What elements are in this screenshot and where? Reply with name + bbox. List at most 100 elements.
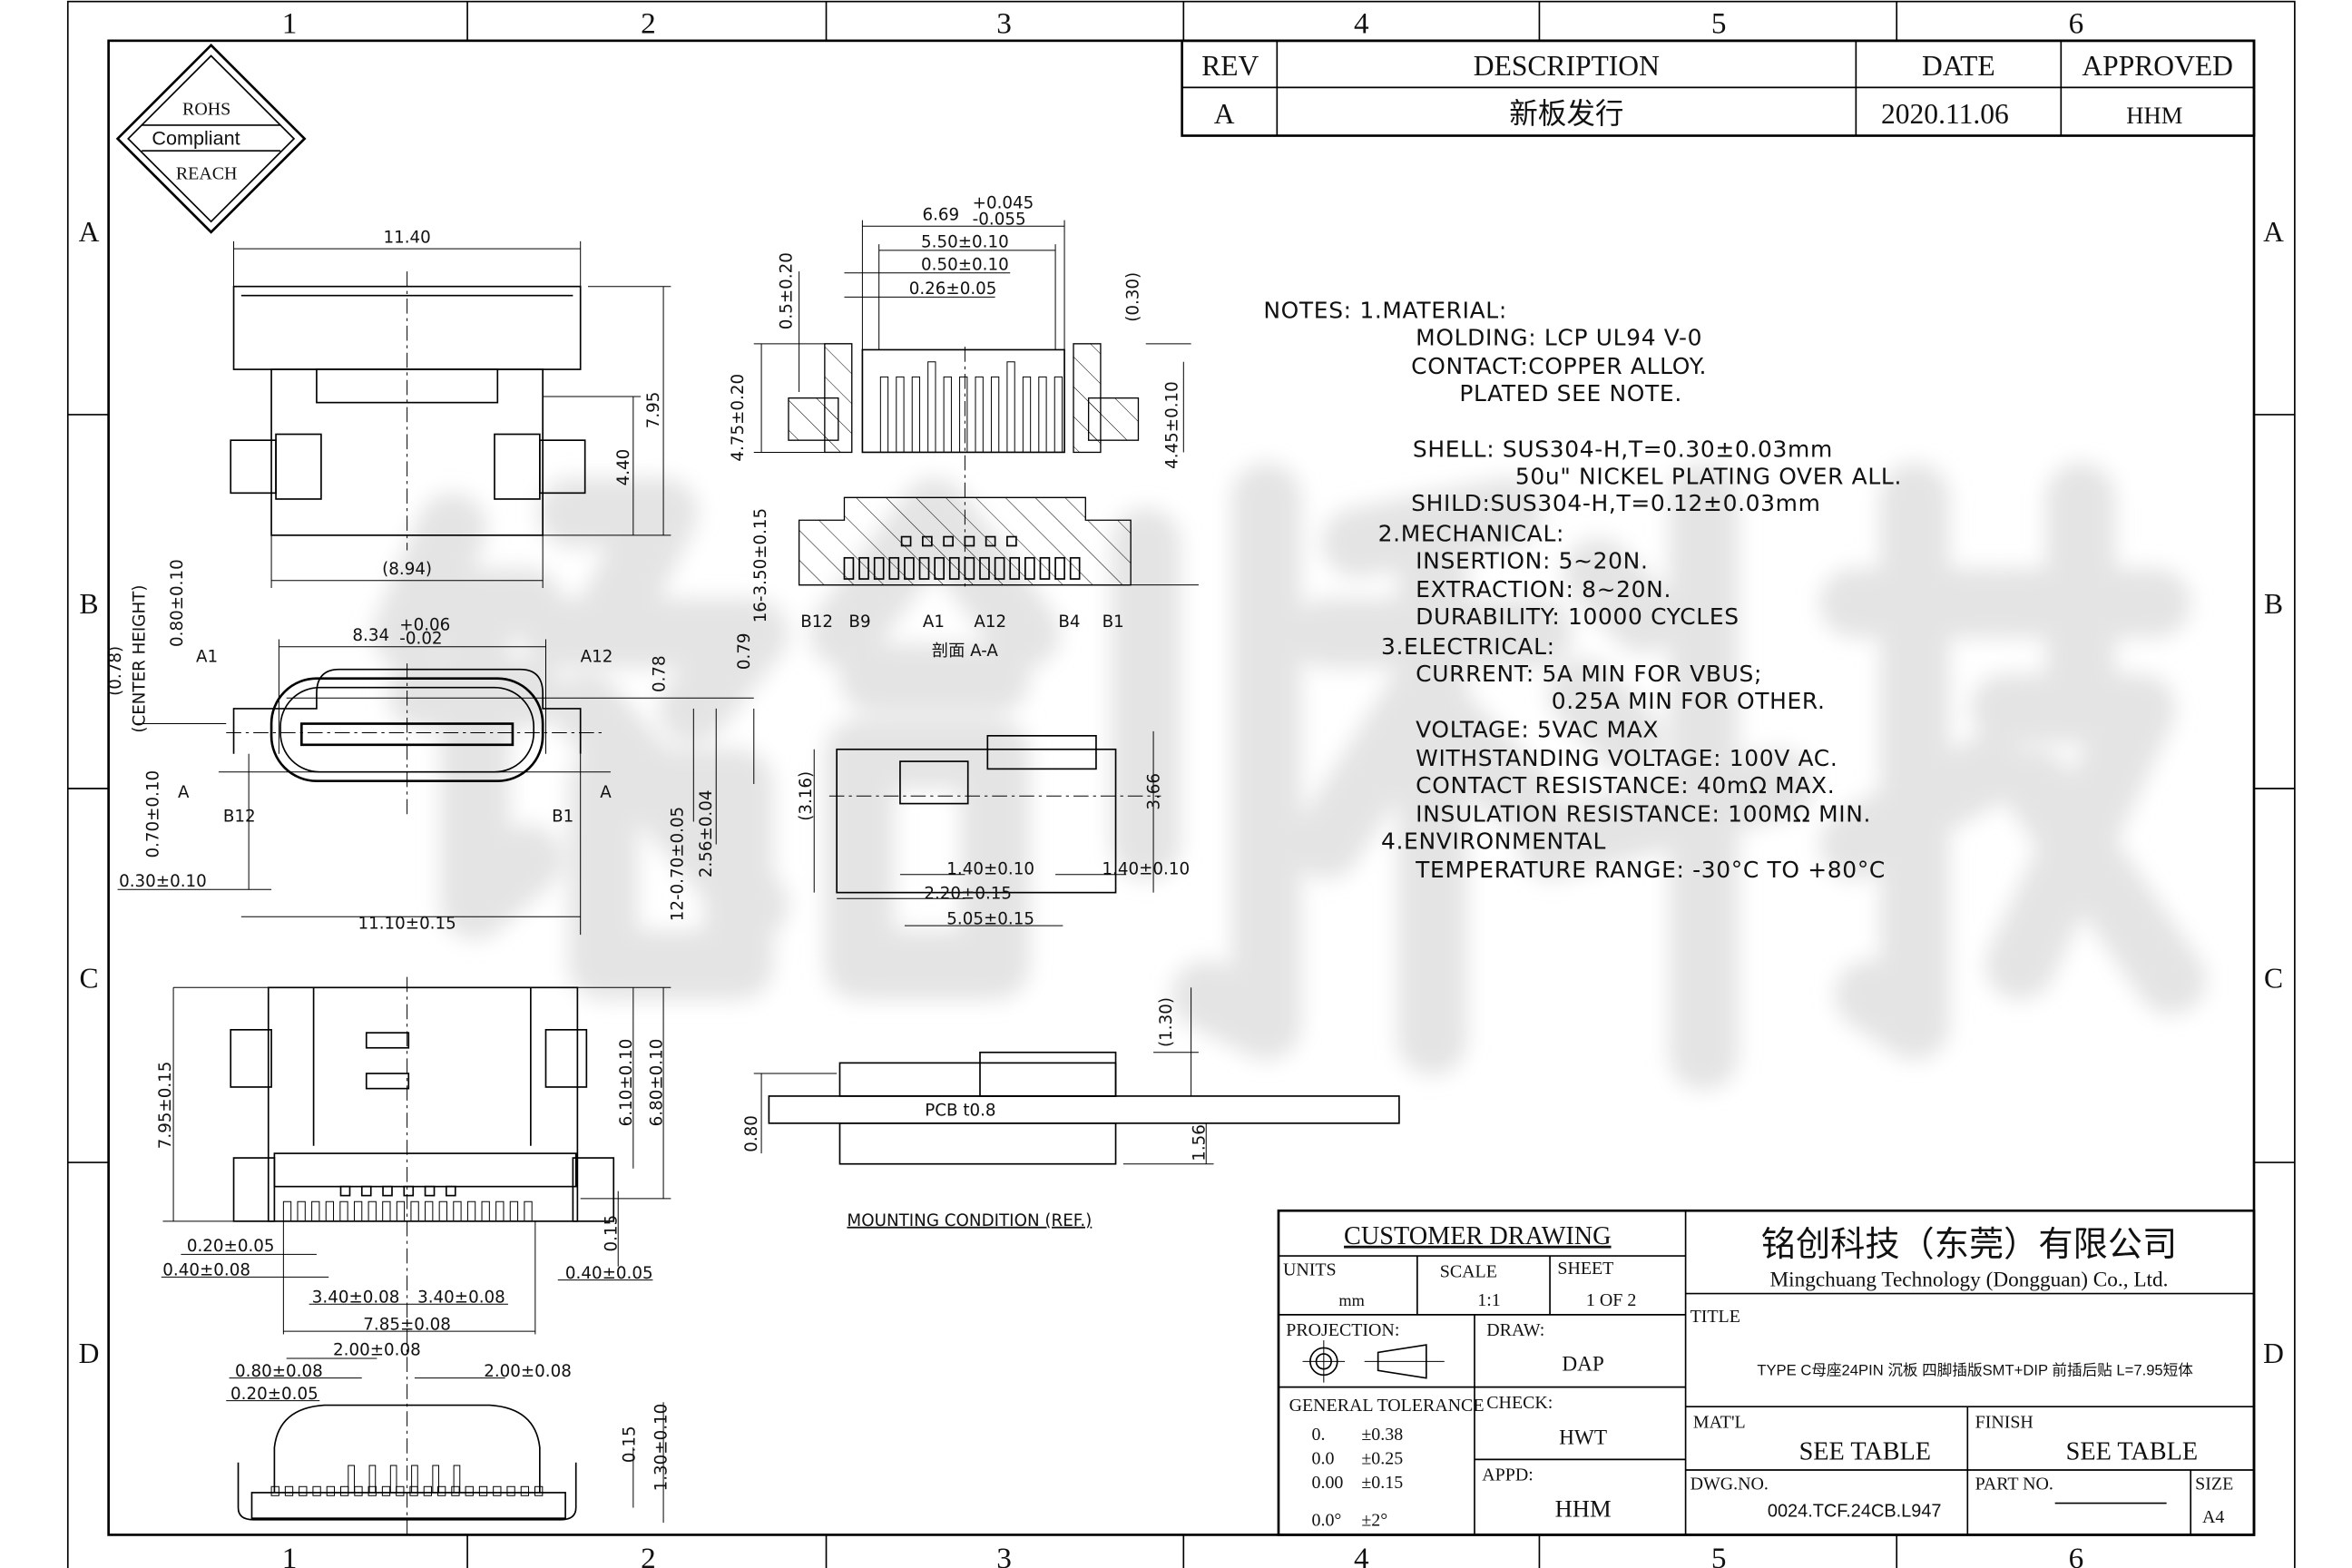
dim-tolerance: -0.055 [973,211,1026,230]
mounting-condition-view: (1.30) 0.80 1.56 PCB t0.8 MOUNTING CONDI… [742,987,1400,1230]
contact-pin [1069,556,1081,580]
third-angle-projection-icon [1302,1340,1445,1383]
units-value: mm [1338,1291,1364,1309]
dim-label: 0.20±0.05 [230,1385,318,1404]
contact-pin [994,556,1005,580]
bottom-view: 7.95±0.15 6.10±0.10 6.80±0.10 0.15 0.20±… [156,976,671,1535]
contact-finger [927,361,936,453]
row-label: C [80,962,99,994]
note-line: EXTRACTION: 8~20N. [1416,576,1671,603]
smt-lead [495,1200,505,1222]
dim-label: (CENTER HEIGHT) [131,585,150,733]
dim-label: 8.34 [352,626,389,645]
front-view: 8.34 +0.06 -0.02 A1 A12 B12 B1 A A (0.78… [106,508,770,936]
pin-label: B1 [552,808,573,827]
rear-pin [348,1465,355,1494]
note-line: CURRENT: 5A MIN FOR VBUS; [1416,661,1762,687]
pin-label: A1 [196,647,218,666]
dim-label: 1.40±0.10 [1102,860,1190,879]
contact-finger [1022,376,1032,453]
pin-label: B1 [1102,612,1124,632]
appd-label: APPD: [1482,1465,1533,1485]
rear-lead [381,1485,391,1496]
rear-pin [389,1465,397,1494]
finish-label: FINISH [1975,1412,2034,1432]
title-label: TITLE [1690,1307,1740,1327]
dim-label: 4.75±0.20 [729,374,748,462]
draw-label: DRAW: [1486,1320,1544,1340]
dim-label: 2.20±0.15 [924,884,1012,903]
dim-label: 11.40 [383,229,430,248]
pin-label: A12 [581,647,613,666]
col-label: 4 [1354,7,1369,41]
dim-label: 0.50±0.10 [921,255,1009,274]
contact-finger [990,376,1000,453]
contact-pin [873,556,885,580]
rear-lead [520,1485,530,1496]
note-line: SHILD:SUS304-H,T=0.12±0.03mm [1411,490,1820,516]
rear-lead [312,1485,321,1496]
col-label: 1 [282,7,298,41]
drawing-number: 0024.TCF.24CB.L947 [1768,1502,1942,1522]
dim-label: 0.80±0.10 [168,559,187,647]
dim-label: 7.85±0.08 [363,1315,451,1334]
dim-label: 0.80 [742,1115,761,1152]
rev-header: REV [1201,50,1259,82]
row-label: D [79,1338,100,1369]
projection-label: PROJECTION: [1286,1320,1399,1340]
tolerance-format: 0. [1312,1425,1326,1445]
dim-label: 1.40±0.10 [946,860,1034,879]
dim-label: (0.78) [106,646,125,696]
contact-pin [918,556,930,580]
mounting-caption: MOUNTING CONDITION (REF.) [847,1211,1092,1230]
smt-lead [410,1200,419,1222]
top-view: 11.40 7.95 4.40 (8.94) [230,229,671,588]
size-label: SIZE [2195,1475,2233,1494]
note-line: CONTACT RESISTANCE: 40mΩ MAX. [1416,772,1835,799]
dim-label: 7.95±0.15 [156,1062,175,1150]
dim-label: 12-0.70±0.05 [669,807,688,921]
reach-label: REACH [176,164,238,184]
smt-lead [339,1200,348,1222]
compliant-label: Compliant [152,127,240,150]
dim-label: 4.45±0.10 [1163,381,1182,469]
contact-finger [1006,361,1015,453]
rear-lead [396,1485,405,1496]
col-label: 5 [1711,7,1727,41]
contact-finger [975,376,984,453]
dim-label: 0.15 [603,1215,622,1252]
dim-label: 0.78 [651,655,670,692]
rohs-label: ROHS [182,99,230,119]
matl-label: MAT'L [1693,1412,1746,1432]
rear-lead [270,1485,279,1496]
column-markers-top: 1 2 3 4 5 6 [282,7,2084,41]
note-line: TEMPERATURE RANGE: -30°C TO +80°C [1415,857,1886,883]
note-line: VOLTAGE: 5VAC MAX [1416,716,1659,742]
tolerance-label: GENERAL TOLERANCE [1289,1396,1485,1416]
dim-tolerance: +0.06 [399,616,450,635]
smt-lead [368,1200,377,1222]
rear-lead [326,1485,336,1496]
contact-pin [904,556,915,580]
rear-lead [340,1485,349,1496]
pin-label: A1 [923,612,945,632]
rear-lead [493,1485,502,1496]
date-value: 2020.11.06 [1881,98,2009,130]
smt-lead [382,1200,391,1222]
tolerance-value: ±0.25 [1361,1448,1403,1468]
col-label: 6 [2069,7,2084,41]
note-line: INSERTION: 5~20N. [1416,547,1648,573]
col-label: 3 [996,7,1012,41]
rear-lead [299,1485,308,1496]
smt-lead [438,1200,447,1222]
note-line: 4.ENVIRONMENTAL [1381,828,1606,854]
contact-finger [879,376,889,453]
notes: NOTES: 1.MATERIAL: MOLDING: LCP UL94 V-0… [1263,298,1901,883]
note-line: 0.25A MIN FOR OTHER. [1552,688,1826,714]
rear-lead [284,1485,294,1496]
row-label: B [2264,588,2283,620]
rear-lead [465,1485,474,1496]
pin-label: A12 [974,612,1006,632]
note-line: SHELL: SUS304-H,T=0.30±0.03mm [1413,436,1833,462]
col-label: 2 [641,7,656,41]
